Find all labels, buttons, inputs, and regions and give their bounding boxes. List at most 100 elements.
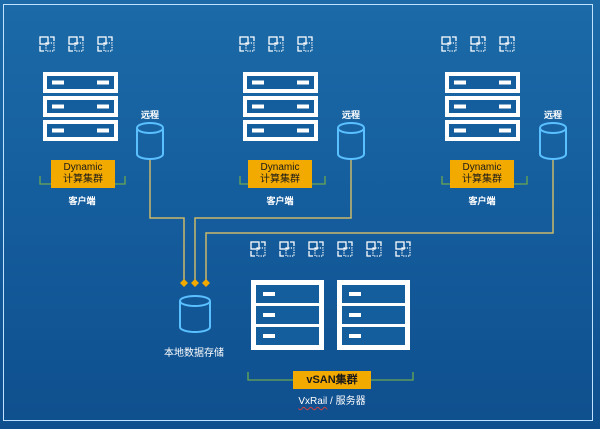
- vm-dotted-box: [285, 247, 295, 257]
- vm-solid-box: [297, 36, 307, 45]
- vm-dotted-box: [74, 42, 84, 52]
- vm-dotted-box: [256, 247, 266, 257]
- vm-corner-bottom: [68, 46, 73, 52]
- server-led-right: [297, 80, 309, 85]
- vsan-server-bay: [256, 285, 319, 303]
- server-unit-face: [449, 100, 516, 113]
- server-led-left: [52, 80, 64, 85]
- vm-solid-box: [97, 36, 107, 45]
- server-led-right: [499, 104, 511, 109]
- cylinder-top: [179, 295, 211, 307]
- server-unit-face: [449, 124, 516, 137]
- vm-solid-box: [441, 36, 451, 45]
- vm-dotted-box: [245, 42, 255, 52]
- vsan-server-led: [263, 334, 275, 338]
- vm-corner-top: [261, 241, 266, 246]
- vm-corner-top: [279, 36, 284, 41]
- vm-corner-bottom: [395, 251, 400, 257]
- server-led-right: [97, 104, 109, 109]
- server-unit: [445, 96, 520, 117]
- remote-label-2: 远程: [341, 110, 361, 120]
- cylinder-body: [179, 301, 211, 333]
- vsan-server-led: [263, 313, 275, 317]
- server-unit: [243, 96, 318, 117]
- vsan-server-bay: [342, 306, 405, 324]
- server-unit-face: [449, 76, 516, 89]
- vm-dotted-box: [372, 247, 382, 257]
- vm-solid-box: [337, 241, 347, 250]
- vm-corner-bottom: [279, 251, 284, 257]
- cylinder-body: [136, 128, 164, 160]
- server-led-right: [97, 80, 109, 85]
- vm-corner-bottom: [250, 251, 255, 257]
- vm-corner-top: [290, 241, 295, 246]
- subtitle-separator: /: [327, 396, 336, 407]
- badge-line1: Dynamic: [260, 162, 300, 173]
- server-led-left: [52, 128, 64, 133]
- vm-corner-top: [319, 241, 324, 246]
- vm-icon: [250, 241, 266, 257]
- vm-dotted-box: [274, 42, 284, 52]
- server-unit-face: [47, 100, 114, 113]
- vsan-server-bay: [256, 306, 319, 324]
- subtitle-servers: 服务器: [335, 396, 366, 407]
- dynamic-cluster-badge-3: Dynamic 计算集群: [450, 160, 514, 188]
- server-unit-face: [47, 76, 114, 89]
- vsan-server: [337, 280, 410, 350]
- vm-icon: [68, 36, 84, 52]
- connector-node: [191, 279, 199, 287]
- badge-line2: 计算集群: [260, 174, 300, 185]
- remote-storage-icon: [539, 122, 567, 160]
- server-led-left: [454, 104, 466, 109]
- vm-corner-bottom: [297, 46, 302, 52]
- vm-dotted-box: [476, 42, 486, 52]
- local-storage-icon: [179, 295, 211, 333]
- client-label-2: 客户端: [266, 196, 294, 206]
- server-unit-face: [247, 76, 314, 89]
- badge-line2: 计算集群: [462, 174, 502, 185]
- vm-corner-top: [50, 36, 55, 41]
- vm-icon: [297, 36, 313, 52]
- vsan-server-led: [263, 292, 275, 296]
- vsan-server-led: [349, 313, 361, 317]
- vxrail-subtitle: VxRail / 服务器: [298, 392, 365, 407]
- vm-solid-box: [395, 241, 405, 250]
- client-label-1: 客户端: [68, 196, 96, 206]
- vm-icon: [366, 241, 382, 257]
- dynamic-cluster-badge-2: Dynamic 计算集群: [248, 160, 312, 188]
- diagram-frame: [3, 4, 593, 421]
- server-unit: [445, 72, 520, 93]
- vm-icon: [308, 241, 324, 257]
- cylinder-top: [136, 122, 164, 134]
- server-unit: [445, 120, 520, 141]
- server-led-left: [52, 104, 64, 109]
- vm-icon: [441, 36, 457, 52]
- vm-corner-top: [308, 36, 313, 41]
- vm-icon: [499, 36, 515, 52]
- vsan-server-led: [349, 334, 361, 338]
- vm-dotted-box: [314, 247, 324, 257]
- vm-corner-bottom: [441, 46, 446, 52]
- remote-storage-icon: [337, 122, 365, 160]
- vm-corner-top: [348, 241, 353, 246]
- vm-corner-bottom: [499, 46, 504, 52]
- server-unit: [43, 72, 118, 93]
- vm-dotted-box: [401, 247, 411, 257]
- cylinder-top: [539, 122, 567, 134]
- vm-icon: [239, 36, 255, 52]
- vm-corner-top: [510, 36, 515, 41]
- vm-solid-box: [39, 36, 49, 45]
- vm-icon: [39, 36, 55, 52]
- server-led-left: [454, 80, 466, 85]
- connector-node: [202, 279, 210, 287]
- client-label-3: 客户端: [468, 196, 496, 206]
- cylinder-body: [337, 128, 365, 160]
- vm-dotted-box: [505, 42, 515, 52]
- badge-line1: Dynamic: [63, 162, 103, 173]
- connector-line-3: [205, 160, 554, 283]
- badge-line2: 计算集群: [63, 174, 103, 185]
- vm-dotted-box: [447, 42, 457, 52]
- vm-solid-box: [499, 36, 509, 45]
